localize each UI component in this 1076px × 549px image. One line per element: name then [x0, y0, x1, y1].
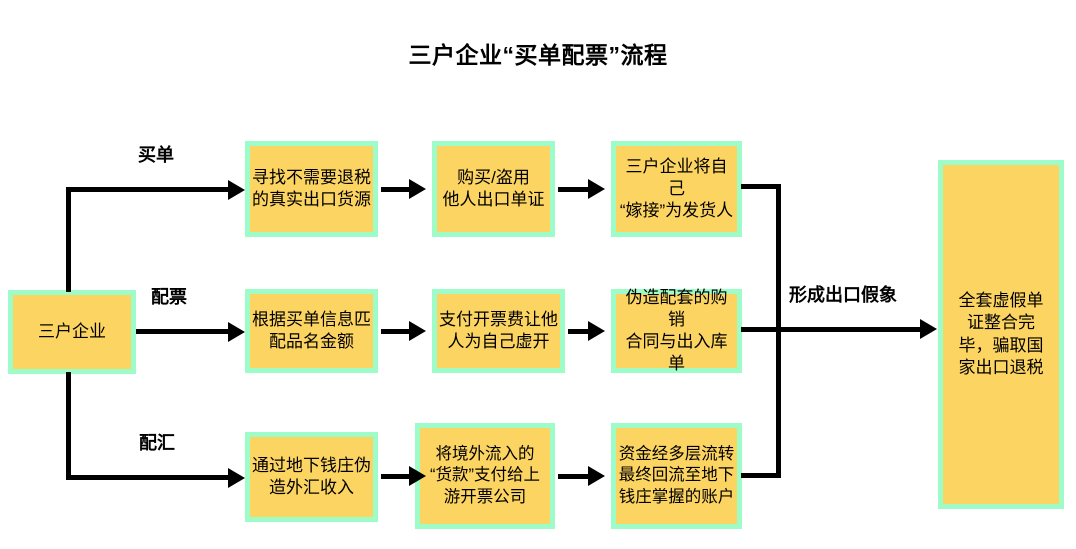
arrow-row2-s1-s2-line — [381, 328, 411, 334]
arrow-start-to-row3-line — [66, 475, 232, 480]
arrow-row3-s2-s3-head — [588, 466, 605, 486]
node-row1-step3: 三户企业将自己 “嫁接”为发货人 — [611, 141, 742, 237]
arrow-row2-s2-s3-head — [588, 321, 605, 341]
arrow-start-to-row2-head — [228, 321, 245, 342]
connector-left-vertical-up — [66, 187, 71, 292]
node-row2-step1: 根据买单信息匹 配品名金额 — [245, 289, 378, 373]
arrow-row2-s2-s3-line — [568, 328, 590, 334]
node-row2-step2: 支付开票费让他 人为自己虚开 — [432, 289, 565, 373]
arrow-row1-s1-s2-line — [381, 186, 411, 192]
arrow-row1-s2-s3-head — [588, 179, 605, 199]
arrow-merge-to-end-head — [920, 319, 937, 339]
arrow-start-to-row1-head — [228, 179, 245, 200]
arrow-row3-s1-s2-head — [409, 466, 426, 486]
node-row3-step1-label: 通过地下钱庄伪 造外汇收入 — [252, 455, 371, 497]
arrow-row3-s2-s3-line — [558, 473, 590, 479]
branch-label-row3: 配汇 — [139, 433, 175, 453]
arrow-row1-s1-s2-head — [409, 179, 426, 199]
arrow-row1-s2-s3-line — [558, 186, 590, 192]
node-row3-step2-label: 将境外流入的 “货款”支付给上 游开票公司 — [430, 444, 540, 506]
node-start: 三户企业 — [8, 290, 136, 374]
node-row2-step2-label: 支付开票费让他 人为自己虚开 — [439, 309, 558, 351]
arrow-row3-s1-s2-line — [381, 473, 411, 479]
node-row1-step2: 购买/盗用 他人出口单证 — [432, 141, 555, 237]
node-row1-step3-label: 三户企业将自己 “嫁接”为发货人 — [619, 156, 734, 221]
merge-line-row1 — [741, 184, 781, 189]
branch-label-row2: 配票 — [151, 287, 187, 307]
node-row3-step1: 通过地下钱庄伪 造外汇收入 — [245, 432, 378, 522]
node-start-label: 三户企业 — [38, 321, 106, 341]
merge-line-row3 — [741, 473, 781, 478]
page-title: 三户企业“买单配票”流程 — [408, 42, 668, 68]
node-row1-step1-label: 寻找不需要退税 的真实出口货源 — [252, 167, 371, 209]
node-row2-step3: 伪造配套的购销 合同与出入库单 — [611, 287, 742, 374]
node-row1-step2-label: 购买/盗用 他人出口单证 — [442, 167, 545, 209]
arrow-start-to-row2-line — [136, 329, 232, 334]
arrow-start-to-row3-head — [228, 467, 245, 488]
arrow-start-to-row1-line — [66, 187, 232, 192]
node-row3-step3-label: 资金经多层流转 最终回流至地下 钱庄掌握的账户 — [618, 444, 735, 506]
node-row2-step1-label: 根据买单信息匹 配品名金额 — [252, 309, 371, 351]
node-row3-step2: 将境外流入的 “货款”支付给上 游开票公司 — [415, 423, 555, 529]
arrow-merge-to-end-line — [776, 326, 926, 332]
connector-left-vertical-down — [66, 372, 71, 480]
node-row2-step3-label: 伪造配套的购销 合同与出入库单 — [625, 287, 728, 374]
node-end: 全套虚假单 证整合完 毕，骗取国 家出口退税 — [938, 160, 1064, 509]
merge-label: 形成出口假象 — [789, 285, 897, 305]
node-row1-step1: 寻找不需要退税 的真实出口货源 — [245, 141, 378, 237]
node-row3-step3: 资金经多层流转 最终回流至地下 钱庄掌握的账户 — [611, 423, 742, 529]
branch-label-row1: 买单 — [138, 145, 174, 165]
node-end-label: 全套虚假单 证整合完 毕，骗取国 家出口退税 — [958, 291, 1044, 377]
arrow-row2-s1-s2-head — [409, 321, 426, 341]
merge-line-row2 — [741, 326, 781, 332]
